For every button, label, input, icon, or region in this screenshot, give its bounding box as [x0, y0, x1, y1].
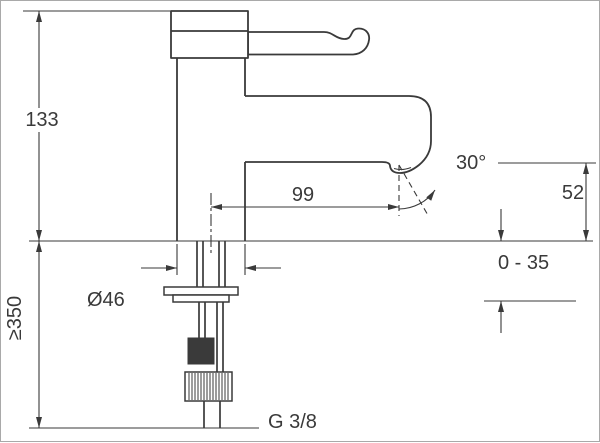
outlet-height-label: 52: [562, 182, 584, 204]
body-sides: [176, 58, 246, 241]
dim-clearance-below: ≥350: [4, 241, 42, 428]
base-diameter-label: Ø46: [87, 289, 125, 311]
threaded-rod: [198, 302, 224, 372]
dim-deck-thickness: 0 - 35: [484, 209, 576, 333]
supply-tubes: [196, 241, 226, 287]
dim-overall-height: 133: [23, 10, 171, 241]
inlet-stub: [203, 401, 221, 428]
angle-reference-line: [398, 164, 430, 218]
aerator-line: [393, 167, 412, 171]
angle-arc: [398, 189, 436, 210]
dim-spout-angle: 30°: [398, 152, 486, 218]
knurl-hatching: [188, 373, 229, 400]
dim-outlet-height: 52: [498, 162, 596, 241]
dim-base-diameter: Ø46: [87, 244, 281, 311]
spout: [245, 95, 432, 174]
flange-washer: [172, 294, 230, 303]
cartridge-cap: [170, 10, 249, 59]
knurled-fixing-nut: [184, 371, 233, 402]
inlet-thread-label: G 3/8: [268, 411, 317, 433]
faucet-outline: [170, 10, 432, 241]
overall-height-label: 133: [25, 109, 58, 131]
under-deck-assembly: [163, 241, 239, 428]
clearance-below-label: ≥350: [4, 296, 26, 340]
clamp-nut: [187, 337, 215, 365]
spout-reach-label: 99: [292, 184, 314, 206]
deck-thickness-label: 0 - 35: [498, 252, 549, 274]
base-flange: [163, 286, 239, 296]
label-inlet-thread: G 3/8: [268, 411, 317, 433]
spout-angle-label: 30°: [456, 152, 486, 174]
dim-spout-reach: 99: [210, 165, 400, 255]
lever-handle: [247, 27, 371, 56]
